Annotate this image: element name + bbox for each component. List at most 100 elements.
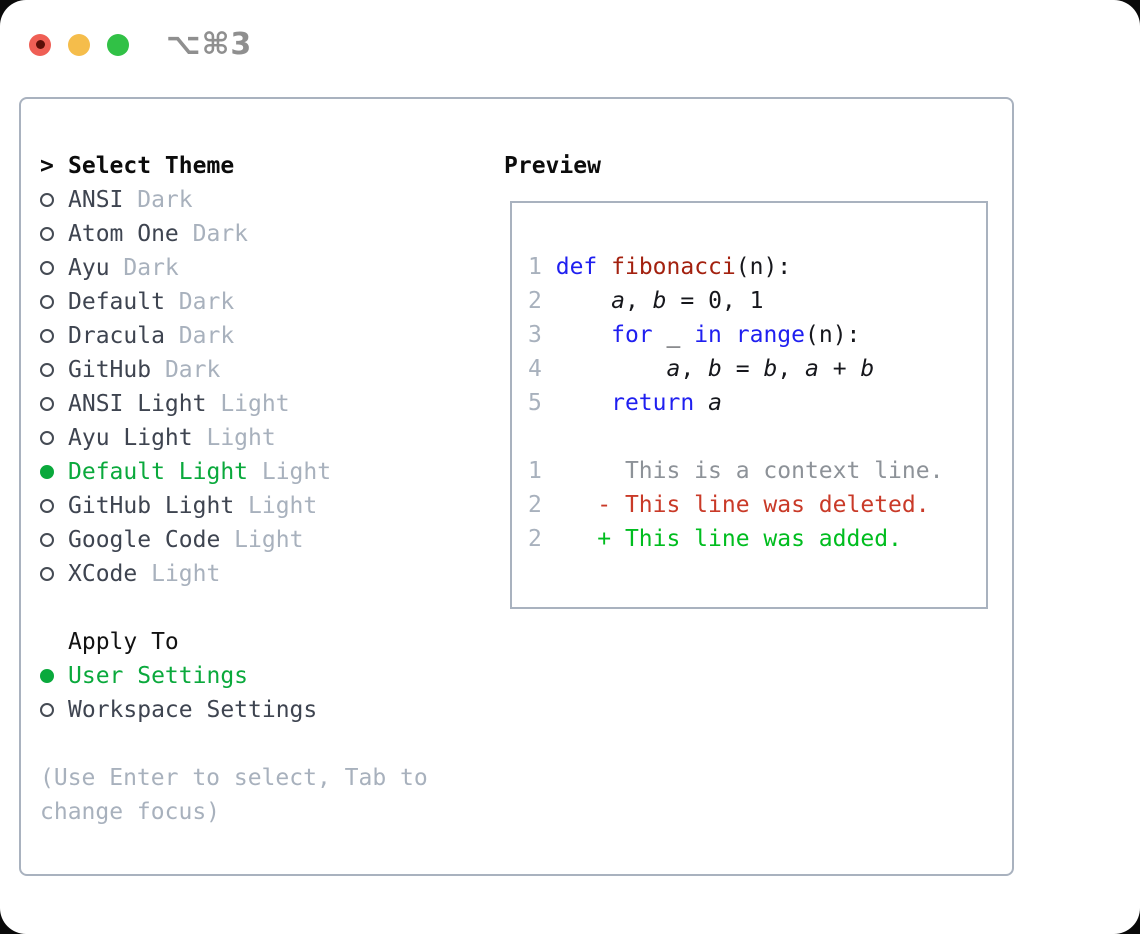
preview-line-code: 5 return a xyxy=(528,386,978,420)
radio-circle xyxy=(40,227,54,241)
theme-option-github-light[interactable]: GitHub Light Light xyxy=(40,489,490,523)
radio-circle xyxy=(40,465,54,479)
maximize-button[interactable] xyxy=(107,33,129,56)
code-segment xyxy=(694,390,708,416)
prompt-caret: > xyxy=(40,153,54,179)
code-segment: (n): xyxy=(805,322,861,348)
radio-icon xyxy=(40,567,68,581)
radio-circle xyxy=(40,499,54,513)
theme-name: Google Code xyxy=(68,527,221,553)
theme-variant-tag: Light xyxy=(137,561,221,587)
code-segment xyxy=(722,322,736,348)
theme-option-ayu-light[interactable]: Ayu Light Light xyxy=(40,421,490,455)
code-segment: a xyxy=(805,356,819,382)
radio-circle xyxy=(40,567,54,581)
line-number: 2 xyxy=(528,492,542,518)
code-segment: def xyxy=(555,254,598,280)
code-segment: , xyxy=(680,356,709,382)
code-segment: return xyxy=(611,390,695,416)
close-button[interactable] xyxy=(29,33,51,56)
apply-to-header: Apply To xyxy=(40,625,490,659)
code-segment: , xyxy=(624,288,653,314)
preview-line-code: 2 a, b = 0, 1 xyxy=(528,284,978,318)
preview-title: Preview xyxy=(504,153,601,179)
theme-name: ANSI xyxy=(68,187,124,213)
preview-line-code: 4 a, b = b, a + b xyxy=(528,352,978,386)
theme-option-google-code[interactable]: Google Code Light xyxy=(40,523,490,557)
radio-icon xyxy=(40,499,68,513)
line-number: 1 xyxy=(528,458,542,484)
code-segment xyxy=(597,254,611,280)
theme-variant-tag: Dark xyxy=(151,357,221,383)
code-segment: range xyxy=(735,322,806,348)
code-segment xyxy=(542,322,611,348)
theme-option-xcode[interactable]: XCode Light xyxy=(40,557,490,591)
code-segment: a xyxy=(666,356,681,382)
code-segment: + xyxy=(818,356,861,382)
theme-option-ansi[interactable]: ANSI Dark xyxy=(40,183,490,217)
theme-option-ayu[interactable]: Ayu Dark xyxy=(40,251,490,285)
theme-name: Default xyxy=(68,289,165,315)
theme-option-ansi-light[interactable]: ANSI Light Light xyxy=(40,387,490,421)
radio-icon xyxy=(40,261,68,275)
radio-circle xyxy=(40,533,54,547)
line-number: 2 xyxy=(528,288,542,314)
radio-circle xyxy=(40,703,54,717)
theme-variant-tag: Light xyxy=(192,425,276,451)
minimize-button[interactable] xyxy=(68,33,90,56)
theme-option-dracula[interactable]: Dracula Dark xyxy=(40,319,490,353)
preview-line-added: 2 + This line was added. xyxy=(528,522,978,556)
preview-line-context: 1 This is a context line. xyxy=(528,454,978,488)
radio-icon xyxy=(40,703,68,717)
radio-circle xyxy=(40,363,54,377)
line-number xyxy=(528,424,542,450)
theme-list-title: Select Theme xyxy=(68,153,235,179)
theme-list-header: > Select Theme xyxy=(40,149,490,183)
theme-variant-tag: Dark xyxy=(123,187,193,213)
radio-circle xyxy=(40,431,54,445)
radio-circle xyxy=(40,261,54,275)
code-segment: This is a context line. xyxy=(541,458,944,484)
theme-option-default[interactable]: Default Dark xyxy=(40,285,490,319)
line-number: 2 xyxy=(528,526,542,552)
radio-icon xyxy=(40,227,68,241)
theme-option-default-light[interactable]: Default Light Light xyxy=(40,455,490,489)
theme-variant-tag: Light xyxy=(206,391,290,417)
radio-circle xyxy=(40,397,54,411)
code-segment: in xyxy=(694,322,722,348)
preview-line-blank xyxy=(528,420,978,454)
theme-name: GitHub xyxy=(68,357,152,383)
theme-option-atom-one[interactable]: Atom One Dark xyxy=(40,217,490,251)
preview-line-code: 1 def fibonacci(n): xyxy=(528,250,978,284)
window-titlebar: ⌥⌘3 xyxy=(29,27,252,62)
radio-icon xyxy=(40,363,68,377)
code-segment: + This line was added. xyxy=(597,526,902,552)
code-segment: fibonacci xyxy=(611,254,736,280)
code-segment xyxy=(542,492,597,518)
code-segment: b xyxy=(763,356,778,382)
apply-option-workspace-settings[interactable]: Workspace Settings xyxy=(40,693,490,727)
theme-variant-tag: Dark xyxy=(178,221,249,247)
line-number: 1 xyxy=(528,254,542,280)
line-number: 5 xyxy=(528,390,542,416)
code-segment: = xyxy=(721,356,764,382)
code-segment xyxy=(542,288,611,314)
theme-variant-tag: Light xyxy=(234,493,318,519)
theme-name: Dracula xyxy=(68,323,165,349)
preview-line-deleted: 2 - This line was deleted. xyxy=(528,488,978,522)
unsaved-changes-dot-icon xyxy=(35,40,45,49)
code-segment: , xyxy=(777,356,806,382)
radio-selected-icon xyxy=(40,669,68,683)
theme-name: ANSI Light xyxy=(68,391,207,417)
theme-option-github[interactable]: GitHub Dark xyxy=(40,353,490,387)
code-segment: (n): xyxy=(735,254,792,280)
theme-name: Atom One xyxy=(68,221,179,247)
apply-option-user-settings[interactable]: User Settings xyxy=(40,659,490,693)
line-number: 4 xyxy=(528,356,542,382)
code-segment: b xyxy=(860,356,875,382)
